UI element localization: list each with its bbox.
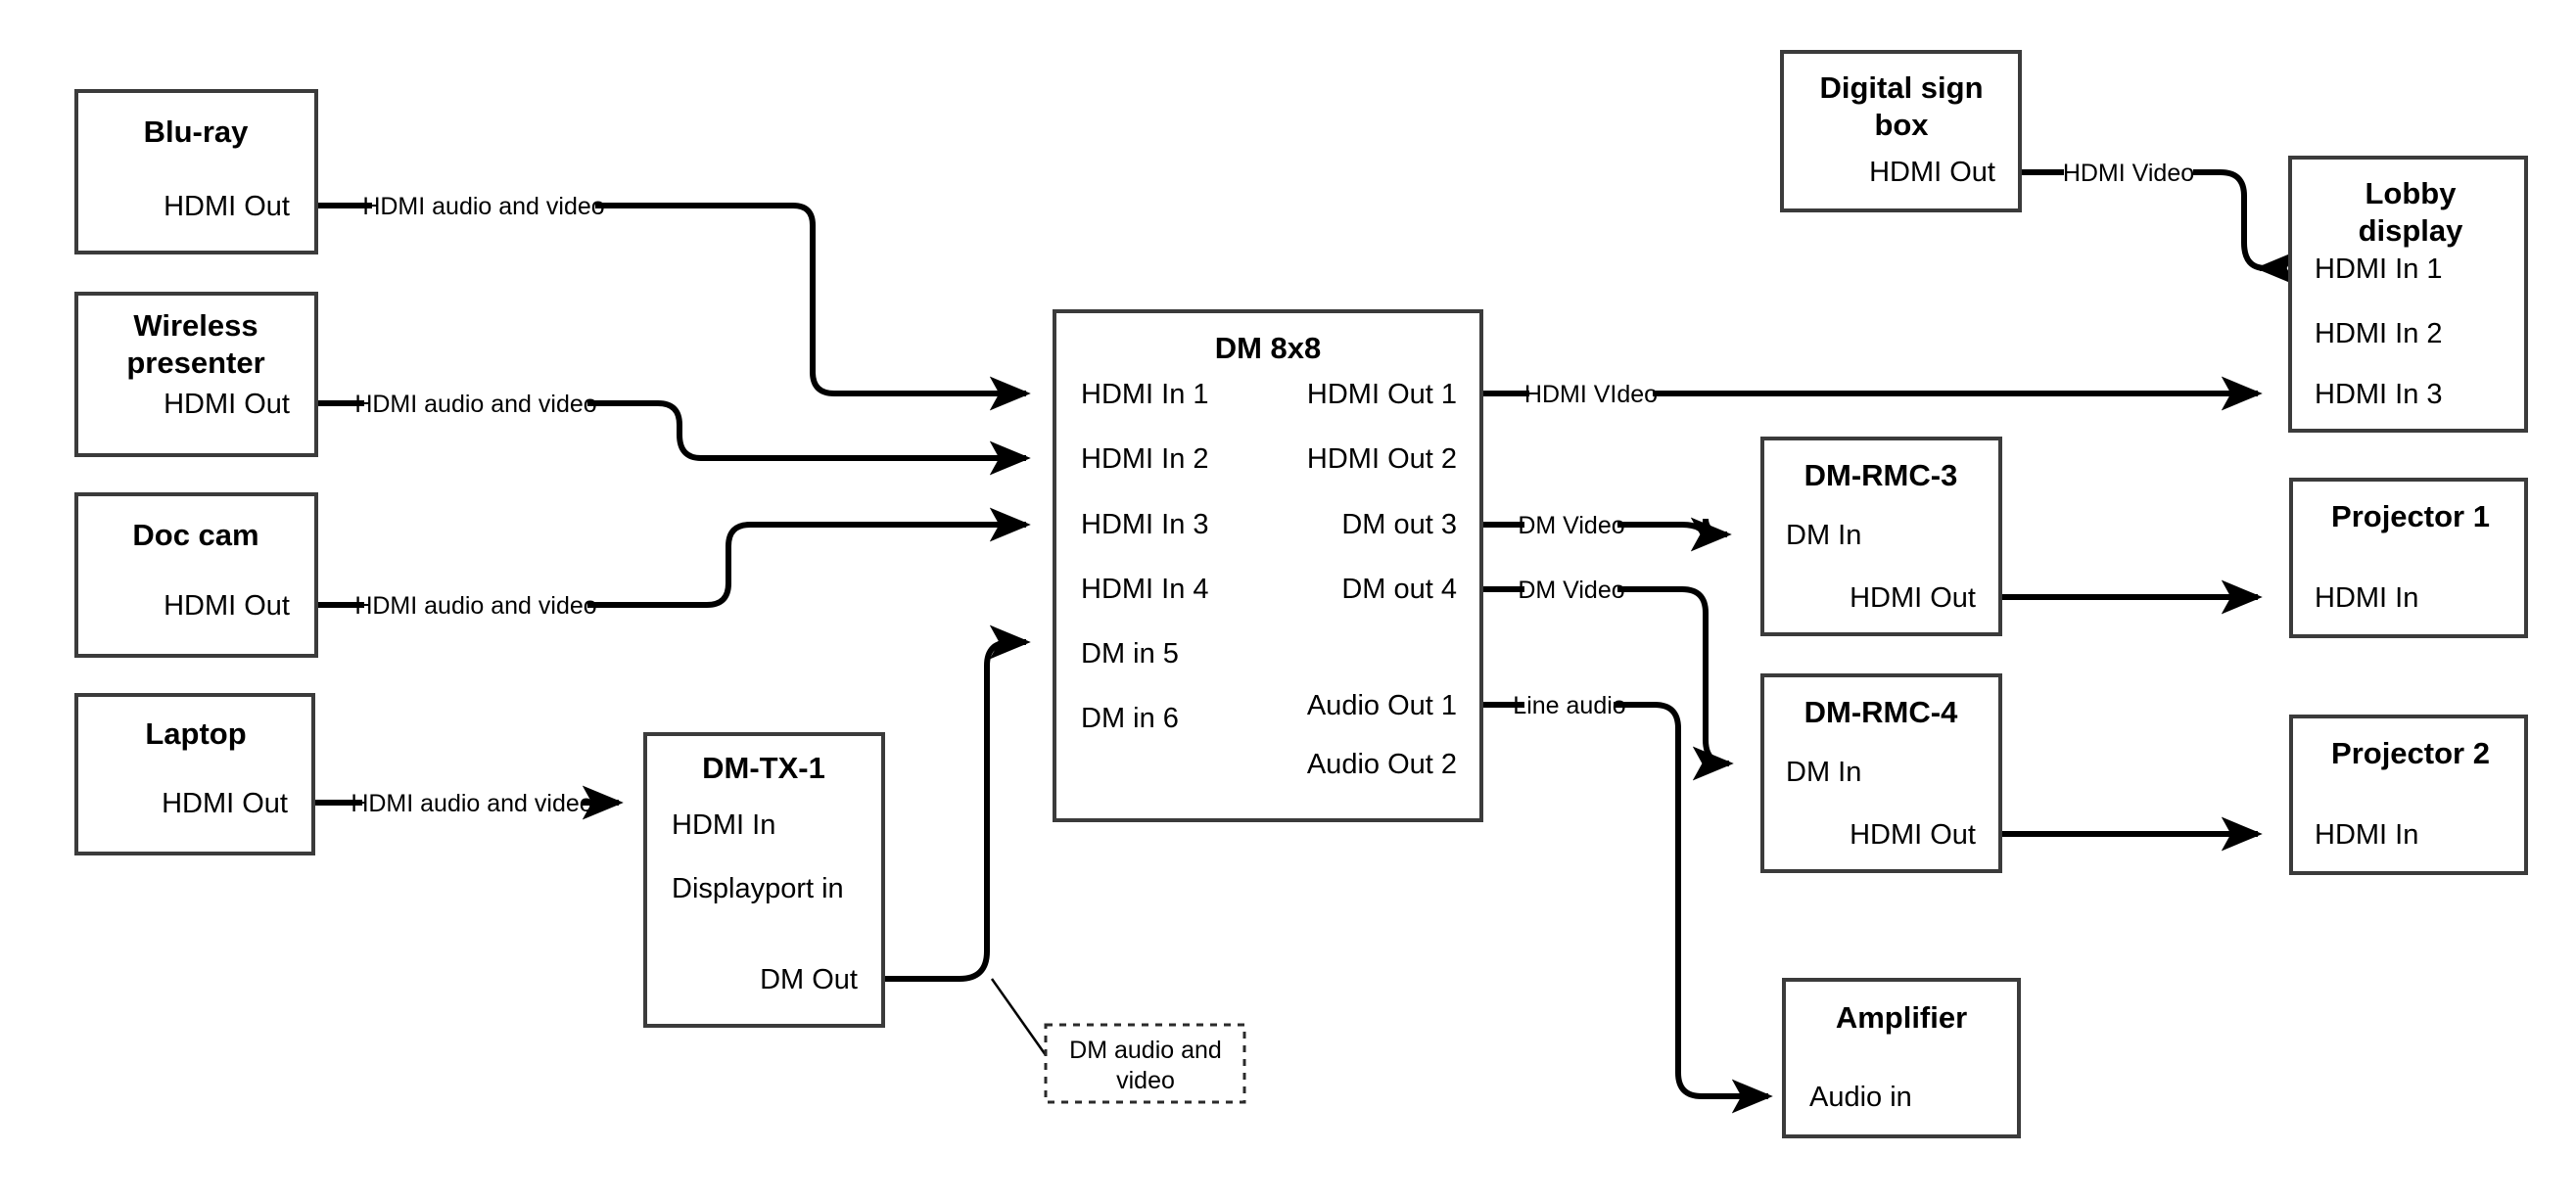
node-projector-2-title: Projector 2 [2331, 736, 2490, 770]
edge-label-laptop-to-dm-tx-1: HDMI audio and video [351, 790, 592, 817]
node-dm-tx-1-title: DM-TX-1 [702, 751, 825, 785]
node-dm-8x8-output-hdmi-out-2: HDMI Out 2 [1307, 443, 1457, 475]
wire-dm8x8-to-rmc3 [1481, 517, 1732, 552]
node-wireless-presenter-title-line-2: presenter [126, 346, 264, 380]
edge-label-dm8x8-to-lobby: HDMI VIdeo [1524, 381, 1658, 408]
wire-layer [313, 169, 2297, 1114]
edge-label-dm8x8-to-amplifier: Line audio [1513, 692, 1625, 719]
node-digital-sign-box-title-line-2: box [1874, 108, 1929, 142]
edge-label-wireless-to-dm8x8: HDMI audio and video [354, 391, 596, 418]
node-dm-8x8-input-dm-in-5: DM in 5 [1081, 638, 1179, 670]
node-laptop-title: Laptop [145, 716, 246, 751]
node-dm-8x8-output-hdmi-out-1: HDMI Out 1 [1307, 379, 1457, 410]
node-dm-tx-1[interactable]: DM-TX-1 HDMI In Displayport in DM Out [643, 732, 885, 1028]
node-digital-sign-box-title-line-1: Digital sign [1819, 70, 1983, 105]
node-dm-8x8-input-dm-in-6: DM in 6 [1081, 703, 1179, 734]
node-lobby-display-title-line-1: Lobby [2365, 176, 2458, 210]
node-dm-8x8-output-dm-out-3: DM out 3 [1341, 509, 1457, 540]
edge-label-dm8x8-to-rmc4: DM Video [1518, 577, 1624, 604]
edge-label-blu-ray-to-dm8x8: HDMI audio and video [362, 193, 604, 220]
node-projector-1[interactable]: Projector 1 HDMI In [2289, 478, 2528, 638]
node-dm-rmc-4-port-dm-in: DM In [1786, 757, 1861, 788]
wire-dm8x8-to-rmc4 [1481, 586, 1734, 781]
wire-wireless-to-dm8x8 [316, 400, 1031, 476]
node-wireless-presenter[interactable]: Wireless presenter HDMI Out [74, 292, 318, 457]
node-dm-tx-1-port-dm-out: DM Out [760, 964, 858, 995]
edge-label-doc-cam-to-dm8x8: HDMI audio and video [354, 592, 596, 620]
callout-dm-audio-and-video-line-1: DM audio and [1069, 1037, 1222, 1064]
node-projector-1-port-hdmi-in: HDMI In [2315, 582, 2418, 614]
wire-blu-ray-to-dm8x8 [316, 203, 1031, 411]
node-dm-rmc-3-title: DM-RMC-3 [1804, 458, 1958, 492]
wire-dm8x8-to-amplifier [1481, 702, 1773, 1114]
node-laptop[interactable]: Laptop HDMI Out [74, 693, 315, 855]
wire-sign-to-lobby-hdmi1 [2020, 169, 2297, 286]
edge-label-dm8x8-to-rmc3: DM Video [1518, 512, 1624, 539]
node-projector-1-title: Projector 1 [2331, 499, 2490, 533]
node-doc-cam-title: Doc cam [132, 518, 258, 552]
node-dm-8x8[interactable]: DM 8x8 HDMI In 1 HDMI In 2 HDMI In 3 HDM… [1053, 309, 1483, 822]
wire-dm-tx-1-to-dm8x8 [883, 624, 1048, 1056]
node-dm-8x8-input-hdmi-in-2: HDMI In 2 [1081, 443, 1209, 475]
node-dm-8x8-output-audio-out-1: Audio Out 1 [1307, 690, 1457, 721]
callout-dm-audio-and-video-line-2: video [1116, 1067, 1175, 1094]
node-dm-8x8-input-hdmi-in-1: HDMI In 1 [1081, 379, 1209, 410]
node-lobby-display-title-line-2: display [2359, 213, 2464, 248]
edge-label-sign-to-lobby: HDMI Video [2063, 160, 2194, 187]
callout-dm-audio-and-video: DM audio and video [1044, 1023, 1246, 1104]
node-dm-tx-1-port-displayport-in: Displayport in [672, 873, 844, 904]
node-lobby-display-port-hdmi-in-1: HDMI In 1 [2315, 254, 2443, 285]
node-lobby-display-port-hdmi-in-3: HDMI In 3 [2315, 379, 2443, 410]
node-amplifier-port-audio-in: Audio in [1809, 1082, 1912, 1113]
node-dm-rmc-4-port-hdmi-out: HDMI Out [1850, 819, 1976, 851]
node-lobby-display[interactable]: Lobby display HDMI In 1 HDMI In 2 HDMI I… [2288, 156, 2528, 433]
node-doc-cam[interactable]: Doc cam HDMI Out [74, 492, 318, 658]
node-blu-ray[interactable]: Blu-ray HDMI Out [74, 89, 318, 254]
wire-doc-cam-to-dm8x8 [316, 507, 1031, 608]
node-dm-rmc-3-port-hdmi-out: HDMI Out [1850, 582, 1976, 614]
node-digital-sign-box-port-hdmi-out: HDMI Out [1869, 157, 1995, 188]
node-dm-rmc-4-title: DM-RMC-4 [1804, 695, 1958, 729]
node-doc-cam-port-hdmi-out: HDMI Out [164, 590, 290, 622]
node-projector-2[interactable]: Projector 2 HDMI In [2289, 715, 2528, 875]
node-dm-8x8-output-audio-out-2: Audio Out 2 [1307, 749, 1457, 780]
node-amplifier-title: Amplifier [1836, 1000, 1967, 1035]
node-dm-rmc-3-port-dm-in: DM In [1786, 520, 1861, 551]
node-dm-8x8-input-hdmi-in-3: HDMI In 3 [1081, 509, 1209, 540]
node-dm-rmc-3[interactable]: DM-RMC-3 DM In HDMI Out [1760, 437, 2002, 636]
node-amplifier[interactable]: Amplifier Audio in [1782, 978, 2021, 1138]
node-dm-rmc-4[interactable]: DM-RMC-4 DM In HDMI Out [1760, 673, 2002, 873]
node-laptop-port-hdmi-out: HDMI Out [162, 788, 288, 819]
node-wireless-presenter-title-line-1: Wireless [133, 308, 258, 343]
node-wireless-presenter-port-hdmi-out: HDMI Out [164, 389, 290, 420]
node-blu-ray-title: Blu-ray [144, 115, 250, 149]
node-blu-ray-port-hdmi-out: HDMI Out [164, 191, 290, 222]
edge-label-layer: HDMI audio and video HDMI audio and vide… [351, 160, 2194, 817]
node-dm-tx-1-port-hdmi-in: HDMI In [672, 809, 775, 841]
node-lobby-display-port-hdmi-in-2: HDMI In 2 [2315, 318, 2443, 349]
node-dm-8x8-title: DM 8x8 [1215, 331, 1322, 365]
node-dm-8x8-input-hdmi-in-4: HDMI In 4 [1081, 574, 1209, 605]
node-digital-sign-box[interactable]: Digital sign box HDMI Out [1780, 50, 2022, 212]
node-dm-8x8-output-dm-out-4: DM out 4 [1341, 574, 1457, 605]
node-projector-2-port-hdmi-in: HDMI In [2315, 819, 2418, 851]
